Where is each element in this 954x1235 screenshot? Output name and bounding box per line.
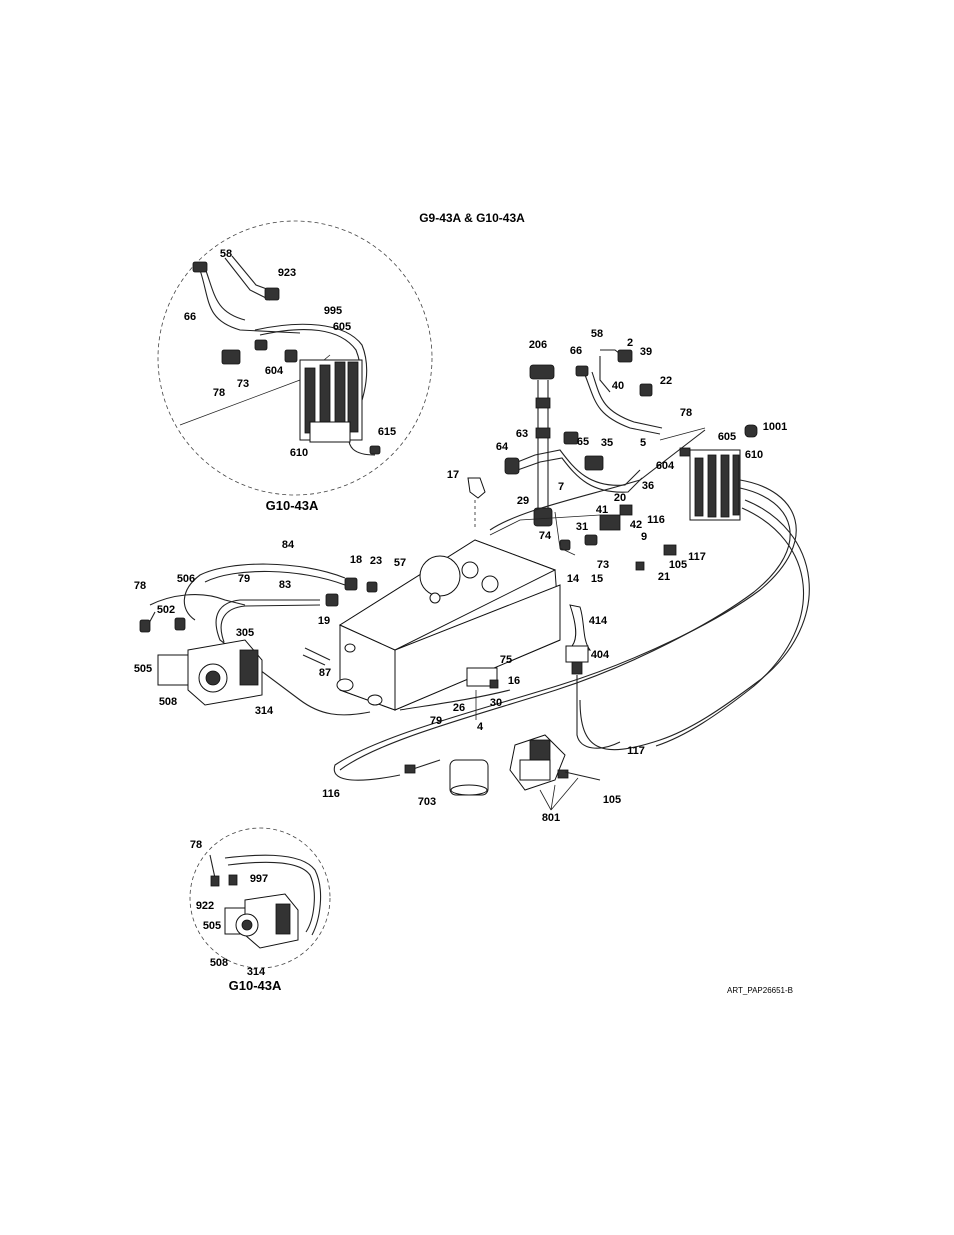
callout: 105 — [669, 559, 687, 571]
diagram-title: G9-43A & G10-43A — [419, 211, 525, 225]
callout: 1001 — [763, 421, 787, 433]
callout: 801 — [542, 812, 560, 824]
hydraulic-tank-icon — [336, 539, 561, 711]
callout: 923 — [278, 267, 296, 279]
callout: 41 — [596, 504, 608, 516]
callout: 703 — [418, 796, 436, 808]
callout: 58 — [591, 328, 603, 340]
callout: 15 — [591, 573, 603, 585]
callout: 78 — [134, 580, 146, 592]
pump-icon — [224, 893, 299, 949]
callout: 26 — [453, 702, 465, 714]
callout: 35 — [601, 437, 613, 449]
callout: 506 — [177, 573, 195, 585]
callout: 505 — [134, 663, 152, 675]
callout: 604 — [265, 365, 284, 377]
callout: 615 — [378, 426, 396, 438]
callout: 31 — [576, 521, 588, 533]
callout: 42 — [630, 519, 642, 531]
callout: 83 — [279, 579, 291, 591]
callout: 605 — [718, 431, 736, 443]
callout: 78 — [213, 387, 225, 399]
callout: 995 — [324, 305, 342, 317]
callout: 404 — [591, 649, 610, 661]
callout: 58 — [220, 248, 232, 260]
callout: 997 — [250, 873, 268, 885]
joystick-icon — [565, 604, 621, 749]
callout: 29 — [517, 495, 529, 507]
callout: 65 — [577, 436, 589, 448]
callout: 414 — [589, 615, 608, 627]
callout: 610 — [290, 447, 308, 459]
callout: 78 — [680, 407, 692, 419]
callout: 57 — [394, 557, 406, 569]
callout: 7 — [558, 481, 564, 493]
callout: 117 — [688, 551, 706, 563]
valve-block-icon — [689, 449, 741, 521]
callout: 20 — [614, 492, 626, 504]
callout: 18 — [350, 554, 362, 566]
callout: 79 — [238, 573, 250, 585]
valve-block-icon — [299, 359, 363, 443]
callout: 508 — [210, 957, 228, 969]
callout: 87 — [319, 667, 331, 679]
callout: 605 — [333, 321, 351, 333]
callout: 305 — [236, 627, 254, 639]
callout: 4 — [477, 721, 484, 733]
callout: 30 — [490, 697, 502, 709]
callout: 5 — [640, 437, 646, 449]
callout: 73 — [597, 559, 609, 571]
callout: 508 — [159, 696, 177, 708]
callout: 73 — [237, 378, 249, 390]
callout: 604 — [656, 460, 675, 472]
callout: 610 — [745, 449, 763, 461]
art-number: ART_PAP26651-B — [727, 986, 793, 995]
callout: 17 — [447, 469, 459, 481]
callout: 22 — [660, 375, 672, 387]
callout: 36 — [642, 480, 654, 492]
callout: 66 — [570, 345, 582, 357]
callout: 79 — [430, 715, 442, 727]
callout: 502 — [157, 604, 175, 616]
callout: 206 — [529, 339, 547, 351]
callout: 21 — [658, 571, 670, 583]
detail-view-pump: 78 997 922 505 508 314 G10-43A — [189, 827, 331, 993]
callout: 39 — [640, 346, 652, 358]
motor-icon — [509, 734, 569, 791]
callout: 9 — [641, 531, 647, 543]
main-assembly: 206 58 66 2 39 40 22 78 605 1001 610 63 … — [134, 328, 810, 824]
callout: 78 — [190, 839, 202, 851]
callout: 19 — [318, 615, 330, 627]
callout: 75 — [500, 654, 512, 666]
callout: 23 — [370, 555, 382, 567]
callout: 63 — [516, 428, 528, 440]
filter-icon — [449, 759, 489, 796]
callout: 105 — [603, 794, 621, 806]
callout: 84 — [282, 539, 295, 551]
callout: 2 — [627, 337, 633, 349]
callout: 314 — [255, 705, 274, 717]
callout: 14 — [567, 573, 580, 585]
callout: 64 — [496, 441, 509, 453]
callout: 16 — [508, 675, 520, 687]
callout: 116 — [322, 788, 340, 800]
pump-icon — [157, 639, 263, 706]
callout: 922 — [196, 900, 214, 912]
callout: 116 — [647, 514, 665, 526]
detail-view-valve: 58 923 66 995 605 73 604 78 615 610 G10-… — [157, 220, 433, 513]
callout: 505 — [203, 920, 221, 932]
callout: 74 — [539, 530, 552, 542]
callout: 66 — [184, 311, 196, 323]
callout: 314 — [247, 966, 266, 978]
detail-view-label: G10-43A — [229, 978, 282, 993]
callout: 40 — [612, 380, 624, 392]
callout: 117 — [627, 745, 645, 757]
detail-view-label: G10-43A — [266, 498, 319, 513]
